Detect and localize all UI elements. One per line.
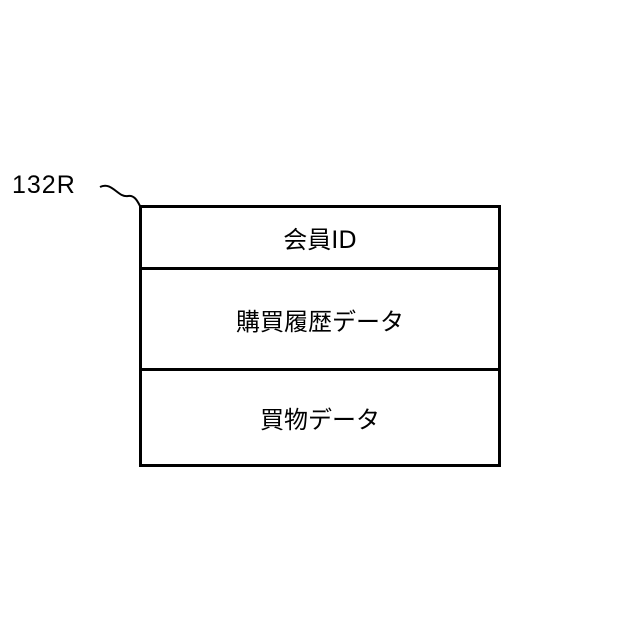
reference-label: 132R bbox=[12, 171, 76, 199]
purchase-history-data-label: 購買履歴データ bbox=[236, 302, 404, 337]
shopping-data-label: 買物データ bbox=[260, 400, 380, 435]
record-structure-box: 会員ID 購買履歴データ 買物データ bbox=[139, 205, 501, 467]
purchase-history-data-field: 購買履歴データ bbox=[142, 267, 498, 368]
member-id-label: 会員ID bbox=[283, 220, 357, 255]
member-id-field: 会員ID bbox=[142, 208, 498, 267]
shopping-data-field: 買物データ bbox=[142, 368, 498, 464]
